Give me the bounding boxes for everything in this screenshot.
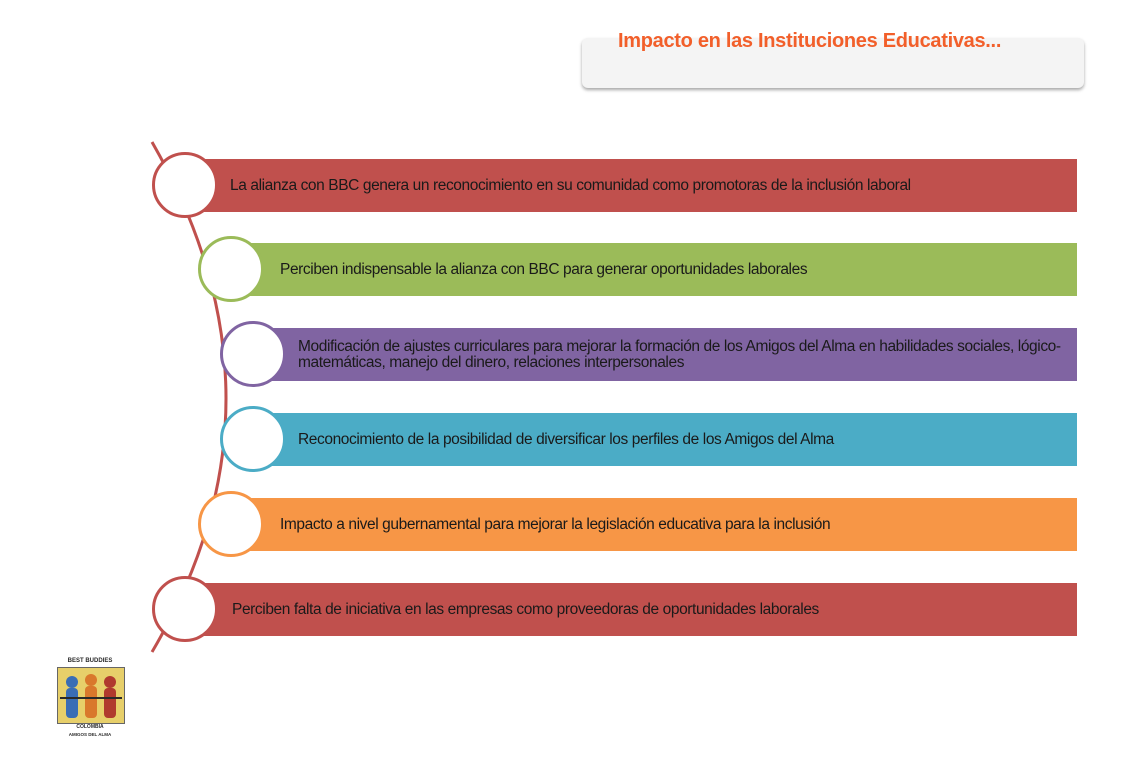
list-item-circle: [198, 491, 264, 557]
list-item-circle: [152, 576, 218, 642]
list-item-bar: Modificación de ajustes curriculares par…: [262, 328, 1077, 381]
list-item-text: Impacto a nivel gubernamental para mejor…: [280, 515, 831, 533]
list-item-text: Modificación de ajustes curriculares par…: [298, 337, 1061, 371]
list-item-circle: [198, 236, 264, 302]
list-item-bar: Perciben indispensable la alianza con BB…: [240, 243, 1077, 296]
logo-top-text: BEST BUDDIES: [67, 658, 113, 664]
list-item-text: Perciben indispensable la alianza con BB…: [280, 260, 808, 278]
title-box: [582, 38, 1084, 88]
list-item-text: Reconocimiento de la posibilidad de dive…: [298, 430, 834, 448]
list-item-circle: [152, 152, 218, 218]
logo-country: COLOMBIA: [76, 724, 104, 730]
list-item-circle: [220, 321, 286, 387]
list-item-bar: Perciben falta de iniciativa en las empr…: [196, 583, 1077, 636]
list-item-circle: [220, 406, 286, 472]
list-item-text: La alianza con BBC genera un reconocimie…: [230, 176, 911, 194]
logo-figures-icon: [57, 667, 125, 724]
logo-tagline: AMIGOS DEL ALMA: [68, 732, 112, 737]
list-item-text: Perciben falta de iniciativa en las empr…: [232, 600, 819, 618]
best-buddies-logo: BEST BUDDIES COLOMBIA AMIGOS DEL ALMA: [55, 658, 125, 740]
list-item-bar: Impacto a nivel gubernamental para mejor…: [240, 498, 1077, 551]
list-item-bar: La alianza con BBC genera un reconocimie…: [196, 159, 1077, 212]
list-item-bar: Reconocimiento de la posibilidad de dive…: [262, 413, 1077, 466]
slide-title: Impacto en las Instituciones Educativas.…: [618, 30, 1002, 52]
